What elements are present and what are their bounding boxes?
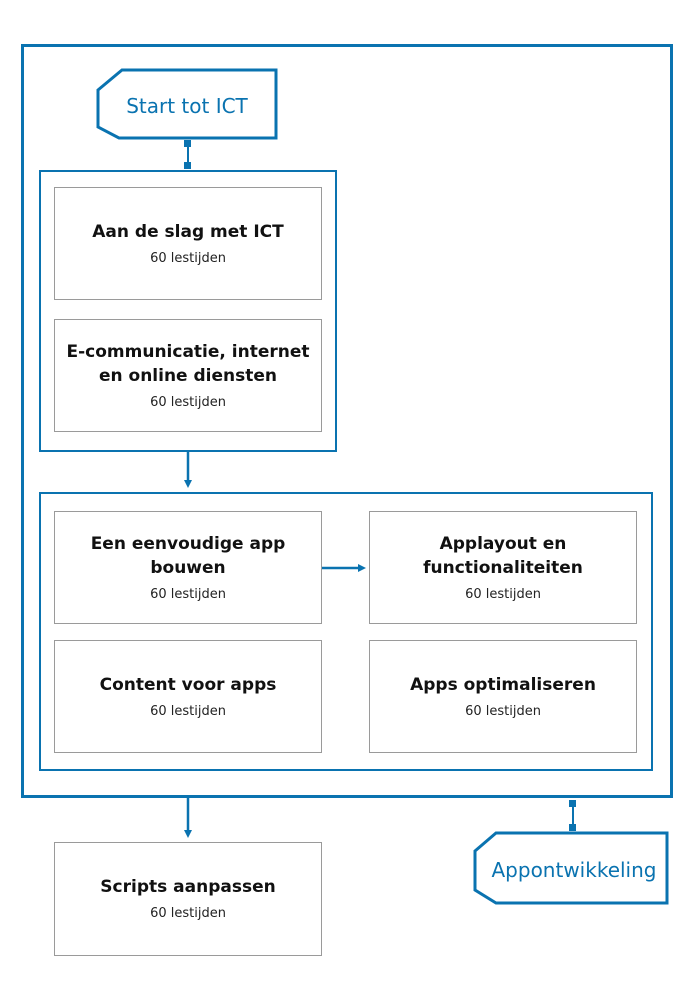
card-title: E-communicatie, internet en online diens… [66, 341, 310, 386]
connector-start-to-group1 [184, 140, 191, 169]
card-title: Apps optimaliseren [410, 674, 596, 695]
card-content-voor-apps: Content voor apps 60 lestijden [54, 640, 322, 753]
card-applayout-en-functionaliteiten: Applayout en functionaliteiten 60 lestij… [369, 511, 637, 624]
end-tag-label: Appontwikkeling [492, 858, 657, 882]
end-tag: Appontwikkeling [473, 831, 669, 905]
start-tag: Start tot ICT [96, 68, 278, 140]
appontwikkeling-frame [21, 44, 673, 798]
connector-frame-to-end-tag [569, 800, 576, 831]
start-tot-ict-group [39, 170, 337, 452]
card-scripts-aanpassen: Scripts aanpassen 60 lestijden [54, 842, 322, 956]
card-subtitle: 60 lestijden [465, 703, 541, 719]
card-title: Applayout en functionaliteiten [423, 533, 583, 578]
app-modules-group [39, 492, 653, 771]
card-title: Een eenvoudige app bouwen [90, 533, 286, 578]
card-een-eenvoudige-app-bouwen: Een eenvoudige app bouwen 60 lestijden [54, 511, 322, 624]
card-subtitle: 60 lestijden [150, 394, 226, 410]
card-subtitle: 60 lestijden [465, 586, 541, 602]
card-title: Content voor apps [99, 674, 277, 695]
card-title: Aan de slag met ICT [92, 221, 284, 242]
card-subtitle: 60 lestijden [150, 703, 226, 719]
card-aan-de-slag-met-ict: Aan de slag met ICT 60 lestijden [54, 187, 322, 300]
card-subtitle: 60 lestijden [150, 586, 226, 602]
card-apps-optimaliseren: Apps optimaliseren 60 lestijden [369, 640, 637, 753]
start-tag-label: Start tot ICT [126, 94, 248, 118]
card-subtitle: 60 lestijden [150, 250, 226, 266]
card-e-communicatie: E-communicatie, internet en online diens… [54, 319, 322, 432]
card-subtitle: 60 lestijden [150, 906, 226, 921]
card-title: Scripts aanpassen [100, 877, 276, 897]
